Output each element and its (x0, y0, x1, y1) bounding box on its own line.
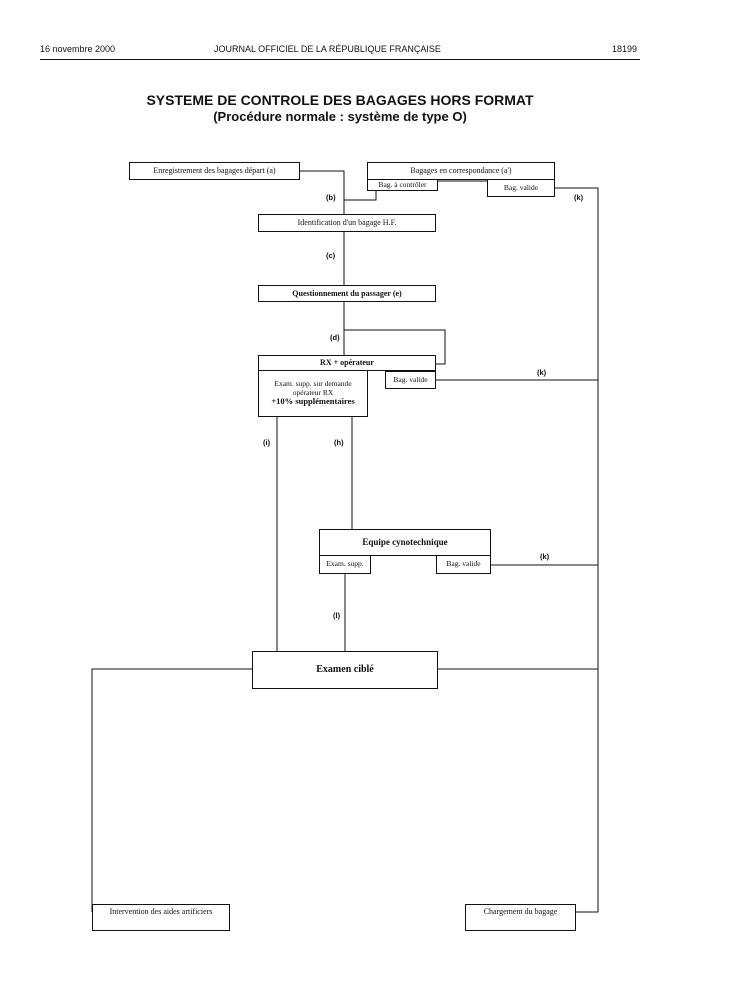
link-examen-intervention (91, 668, 252, 912)
edge-label-i: (i) (263, 438, 271, 447)
box-equipe-cynotechnique: Equipe cynotechnique (319, 529, 491, 556)
diagram-title: SYSTEME DE CONTROLE DES BAGAGES HORS FOR… (146, 92, 534, 108)
header-date: 16 novembre 2000 (40, 44, 116, 54)
link-enregistrement-identification (300, 170, 345, 214)
box-bagages-correspondance: Bagages en correspondance (a') (367, 162, 555, 180)
exam-supp-rx-line2: opérateur RX (292, 387, 334, 397)
box-intervention-artificiers: Intervention des aides artificiers (92, 904, 230, 931)
edge-label-k-rx: (k) (537, 368, 547, 377)
box-questionnement-passager: Questionnement du passager (e) (258, 285, 436, 302)
edge-label-d: (d) (330, 333, 340, 342)
link-bag-a-controler (344, 190, 377, 201)
edge-label-k-top: (k) (574, 193, 584, 202)
box-identification-bagage: Identification d'un bagage H.F. (258, 214, 436, 232)
edge-label-l: (l) (333, 611, 341, 620)
box-bag-valide-rx: Bag. valide (385, 371, 436, 389)
box-bag-valide-top: Bag. valide (487, 179, 555, 197)
box-exam-supp-cyno: Exam. supp. (319, 555, 371, 574)
box-bag-valide-cyno: Bag. valide (436, 555, 491, 574)
box-examen-cible: Examen ciblé (252, 651, 438, 689)
edge-label-c: (c) (326, 251, 336, 260)
header-page-number: 18199 (612, 44, 638, 54)
box-rx-operateur: RX + opérateur (258, 355, 436, 371)
edge-label-b: (b) (326, 193, 336, 202)
edge-label-h: (h) (334, 438, 344, 447)
exam-supp-rx-line1: Exam. supp. sur demande (274, 378, 352, 388)
diagram-subtitle: (Procédure normale : système de type O) (213, 109, 467, 124)
box-bag-a-controler: Bag. à contrôler (367, 179, 438, 191)
exam-supp-rx-line3: +10% supplémentaires (271, 396, 355, 407)
box-enregistrement-bagages: Enregistrement des bagages départ (a) (129, 162, 300, 180)
header-journal-title: JOURNAL OFFICIEL DE LA RÉPUBLIQUE FRANÇA… (214, 44, 441, 54)
header-rule (40, 59, 640, 60)
link-rx-loop (344, 329, 446, 365)
box-chargement-bagage: Chargement du bagage (465, 904, 576, 931)
box-exam-supp-rx: Exam. supp. sur demande opérateur RX +10… (258, 370, 368, 417)
edge-label-k-cyno: (k) (540, 552, 550, 561)
link-right-bus (555, 187, 599, 913)
